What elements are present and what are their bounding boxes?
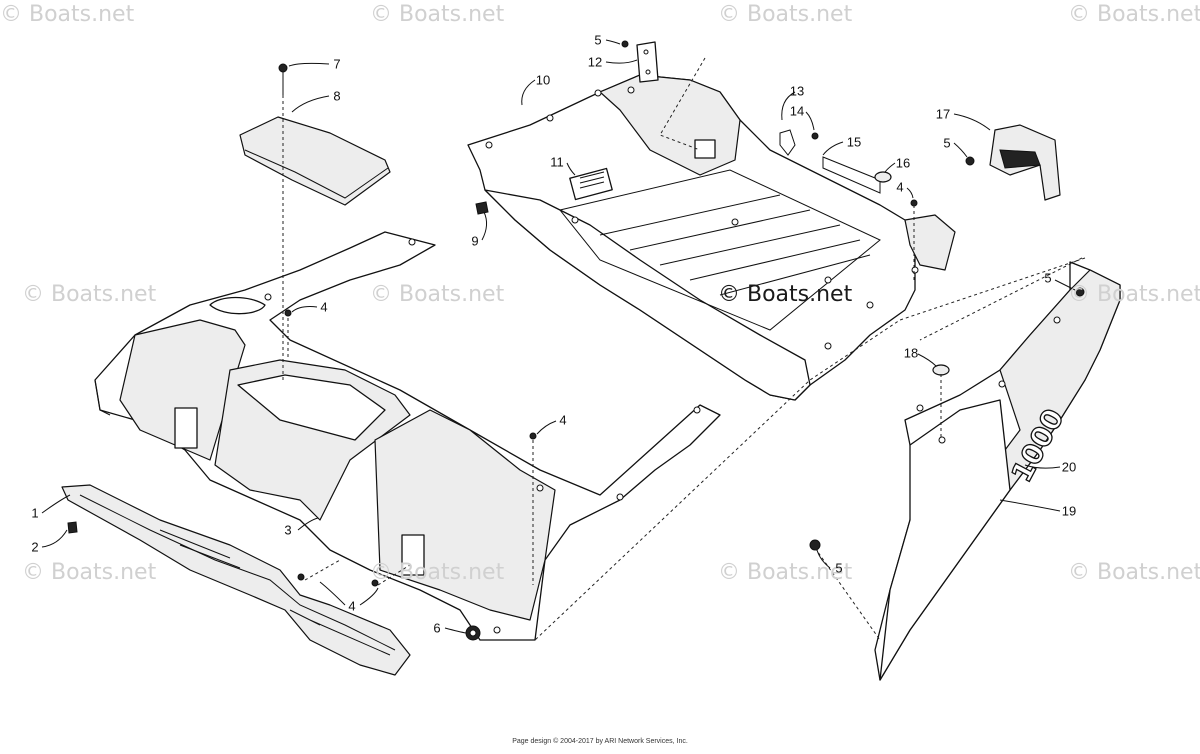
callout-5[interactable]: 5 bbox=[943, 135, 951, 151]
callout-17[interactable]: 17 bbox=[935, 106, 951, 122]
nut-part-5-right bbox=[1075, 287, 1085, 297]
callout-9[interactable]: 9 bbox=[471, 233, 479, 249]
callout-12[interactable]: 12 bbox=[587, 54, 603, 70]
clip-part-2 bbox=[67, 521, 78, 534]
callout-16[interactable]: 16 bbox=[895, 155, 911, 171]
rear-panel-part-3 bbox=[94, 231, 721, 641]
leader-lines bbox=[282, 57, 1086, 641]
grille-part-1 bbox=[61, 484, 411, 676]
watermark: © Boats.net bbox=[370, 282, 505, 307]
cover-part-8 bbox=[239, 63, 391, 206]
screw-part-4-c bbox=[297, 573, 305, 581]
callout-18[interactable]: 18 bbox=[903, 345, 919, 361]
callout-14[interactable]: 14 bbox=[789, 103, 805, 119]
watermark: © Boats.net bbox=[370, 2, 505, 27]
callout-5[interactable]: 5 bbox=[1044, 270, 1052, 286]
latch-part-17 bbox=[965, 124, 1061, 201]
clip-part-9 bbox=[475, 201, 489, 215]
callout-6[interactable]: 6 bbox=[433, 620, 441, 636]
screw-part-14 bbox=[811, 132, 819, 140]
watermark: © Boats.net bbox=[1068, 560, 1200, 585]
cargo-bed-part-10 bbox=[467, 74, 956, 401]
plug-part-16 bbox=[874, 171, 892, 183]
strap-part-13 bbox=[779, 129, 796, 156]
watermark: © Boats.net bbox=[1068, 2, 1200, 27]
screw-part-4-a bbox=[284, 309, 292, 317]
callout-5[interactable]: 5 bbox=[594, 32, 602, 48]
callout-3[interactable]: 3 bbox=[284, 522, 292, 538]
callout-1[interactable]: 1 bbox=[31, 505, 39, 521]
callout-4[interactable]: 4 bbox=[320, 299, 328, 315]
callout-15[interactable]: 15 bbox=[846, 134, 862, 150]
callout-5[interactable]: 5 bbox=[835, 560, 843, 576]
callout-8[interactable]: 8 bbox=[333, 88, 341, 104]
callout-19[interactable]: 19 bbox=[1061, 503, 1077, 519]
callout-4[interactable]: 4 bbox=[559, 412, 567, 428]
nut-part-5-lower bbox=[809, 539, 821, 551]
callout-2[interactable]: 2 bbox=[31, 539, 39, 555]
watermark: © Boats.net bbox=[22, 282, 157, 307]
strip-part-15 bbox=[822, 156, 881, 194]
callout-20[interactable]: 20 bbox=[1061, 459, 1077, 475]
screw-part-4-b bbox=[529, 432, 537, 440]
plug-part-18 bbox=[932, 364, 950, 376]
watermark: © Boats.net bbox=[0, 2, 135, 27]
callout-4[interactable]: 4 bbox=[896, 179, 904, 195]
watermark: © Boats.net bbox=[718, 560, 853, 585]
page-footer: Page design © 2004-2017 by ARI Network S… bbox=[512, 738, 688, 745]
callout-leaders bbox=[41, 39, 1076, 634]
side-panel-part-19 bbox=[874, 261, 1121, 681]
watermark: © Boats.net bbox=[22, 560, 157, 585]
bracket-part-12 bbox=[621, 40, 659, 83]
watermark: © Boats.net bbox=[1068, 282, 1200, 307]
watermark-center: © Boats.net bbox=[718, 282, 853, 307]
callout-13[interactable]: 13 bbox=[789, 83, 805, 99]
callout-7[interactable]: 7 bbox=[333, 56, 341, 72]
callout-10[interactable]: 10 bbox=[535, 72, 551, 88]
watermark: © Boats.net bbox=[718, 2, 853, 27]
watermark: © Boats.net bbox=[370, 560, 505, 585]
callout-11[interactable]: 11 bbox=[550, 154, 564, 170]
screw-part-4-d bbox=[371, 579, 379, 587]
callout-4[interactable]: 4 bbox=[348, 598, 356, 614]
